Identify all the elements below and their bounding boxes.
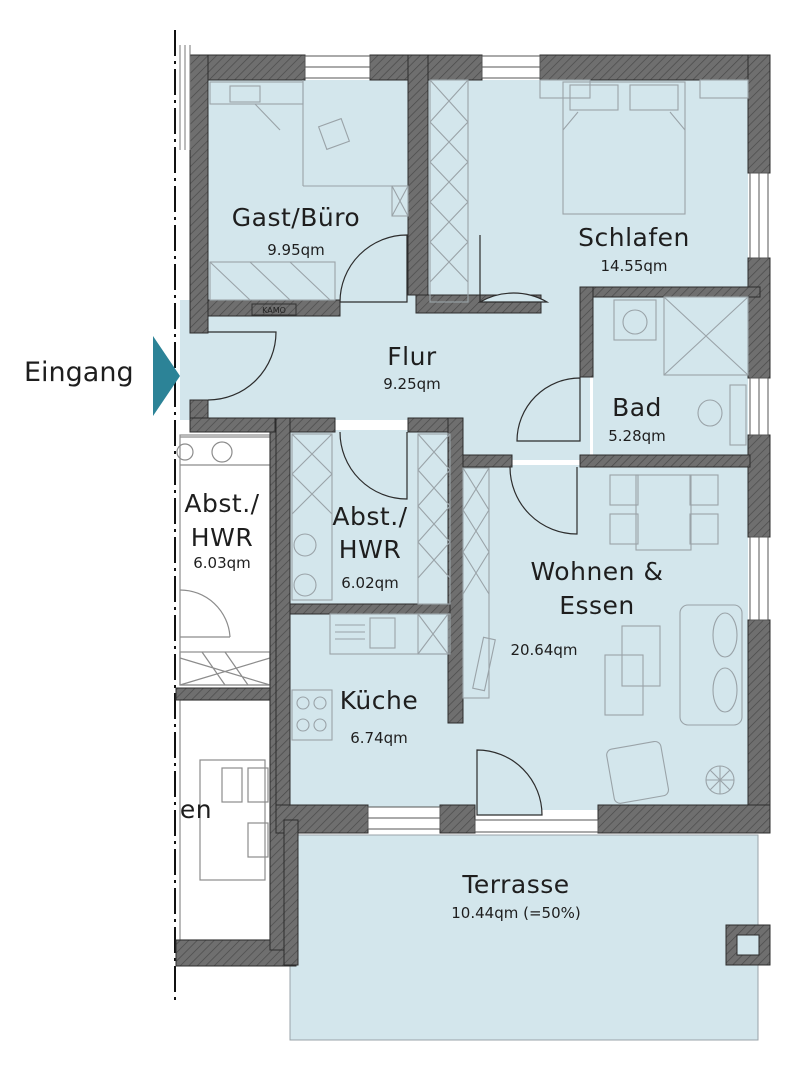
flur-name: Flur	[387, 342, 437, 371]
windows	[304, 55, 769, 833]
neighbor-window	[179, 45, 191, 150]
neighbor-room-fragment: en	[180, 795, 212, 824]
bad-name: Bad	[612, 393, 662, 422]
gast-buero-area: 9.95qm	[267, 241, 325, 259]
kueche-floor	[290, 612, 462, 810]
entrance-label: Eingang	[24, 357, 134, 388]
schlafen-name: Schlafen	[578, 223, 690, 252]
kueche-floor-2	[440, 720, 480, 810]
walls	[189, 54, 771, 966]
neighbor-abst-name-line2: HWR	[191, 523, 253, 552]
terrasse-area: 10.44qm (=50%)	[451, 904, 580, 922]
furniture	[209, 79, 749, 804]
doors	[207, 234, 581, 816]
wohnen-floor	[460, 465, 748, 810]
gast-buero-name: Gast/Büro	[232, 203, 360, 232]
schlafen-area: 14.55qm	[600, 257, 667, 275]
terrasse-name: Terrasse	[461, 870, 569, 899]
schlafen-floor	[428, 80, 748, 305]
cabinet-tag-text: KAMO	[262, 306, 286, 315]
neighbor-apartment	[174, 30, 271, 1005]
kueche-name: Küche	[340, 686, 418, 715]
abst-area: 6.02qm	[341, 574, 399, 592]
kueche-area: 6.74qm	[350, 729, 408, 747]
flur-area: 9.25qm	[383, 375, 441, 393]
neighbor-abst-name-line1: Abst./	[184, 489, 259, 518]
column-inner	[736, 934, 760, 956]
cabinet-tag-box	[251, 303, 297, 316]
abst-name-line1: Abst./	[332, 502, 407, 531]
terrasse-floor	[289, 834, 759, 1041]
abst-name-line2: HWR	[339, 535, 401, 564]
neighbor-abst-area: 6.03qm	[193, 554, 251, 572]
wohnen-area: 20.64qm	[510, 641, 577, 659]
room-labels: Gast/Büro 9.95qm Schlafen 14.55qm Flur 9…	[180, 203, 690, 922]
neighbor-wall-mid	[175, 687, 277, 701]
wohnen-name-line1: Wohnen &	[531, 557, 664, 586]
entrance-arrow-icon	[153, 336, 180, 416]
wohnen-name-line2: Essen	[559, 591, 635, 620]
bad-area: 5.28qm	[608, 427, 666, 445]
